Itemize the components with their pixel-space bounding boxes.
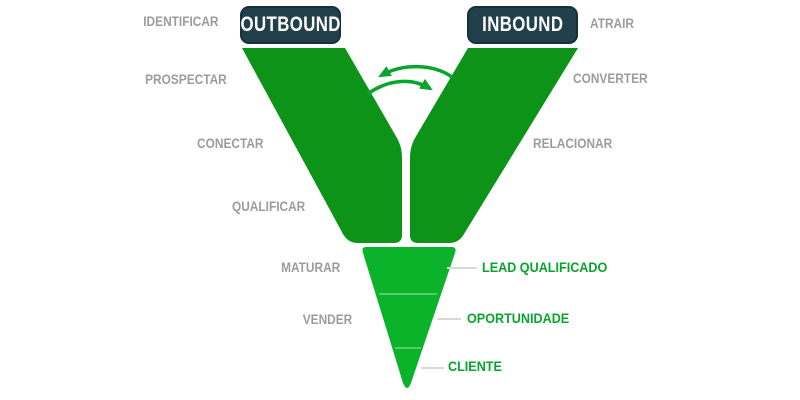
inbound-stage-converter: CONVERTER bbox=[573, 71, 648, 86]
outbound-stage-conectar: CONECTAR bbox=[196, 136, 263, 151]
outbound-stage-prospectar: PROSPECTAR bbox=[145, 72, 227, 87]
outbound-header-label: OUTBOUND bbox=[240, 13, 341, 36]
inbound-stage-relacionar: RELACIONAR bbox=[533, 136, 613, 151]
funnel-result-lead-qualificado: LEAD QUALIFICADO bbox=[482, 259, 608, 275]
outbound-band-shape bbox=[242, 48, 402, 243]
funnel-stage-vender: VENDER bbox=[302, 312, 352, 327]
funnel-result-cliente: CLIENTE bbox=[448, 358, 502, 374]
funnel-result-oportunidade: OPORTUNIDADE bbox=[467, 310, 570, 326]
exchange-arrows-icon bbox=[367, 64, 454, 95]
inbound-header-label: INBOUND bbox=[481, 13, 564, 36]
inbound-header: INBOUND bbox=[467, 6, 578, 44]
outbound-header: OUTBOUND bbox=[240, 6, 341, 44]
outbound-stage-identificar: IDENTIFICAR bbox=[142, 14, 218, 29]
inbound-stage-atrair: ATRAIR bbox=[590, 16, 634, 31]
funnel-shape bbox=[362, 247, 456, 388]
funnel-stage-maturar: MATURAR bbox=[280, 260, 340, 275]
outbound-stage-qualificar: QUALIFICAR bbox=[231, 199, 305, 214]
inbound-band-shape bbox=[410, 48, 578, 243]
